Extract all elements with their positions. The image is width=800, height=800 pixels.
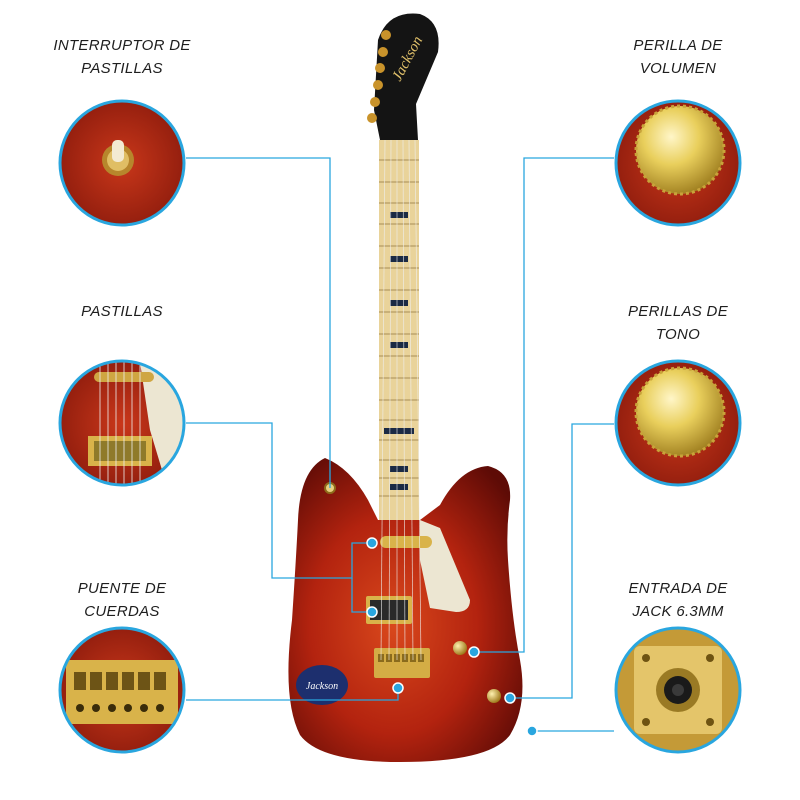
bridge <box>374 648 430 678</box>
label-pickups: PASTILLAS <box>81 303 163 320</box>
detail-tone-knob <box>614 359 742 487</box>
detail-jack <box>614 626 742 754</box>
label-tone-knobs: PERILLAS DE TONO <box>627 303 728 343</box>
detail-pickups <box>58 359 186 487</box>
leader-tone <box>510 423 614 699</box>
detail-bridge <box>58 626 186 754</box>
guitar: Jackson <box>288 13 523 762</box>
leader-volume <box>474 157 614 653</box>
leader-pickups <box>186 422 372 579</box>
leader-pickup-switch <box>186 157 331 488</box>
detail-pickup-switch <box>58 99 186 227</box>
neck <box>379 140 419 520</box>
neck-pickup <box>380 536 432 548</box>
label-bridge: PUENTE DE CUERDAS <box>77 580 167 620</box>
badge-logo: Jackson <box>306 681 338 692</box>
pickguard <box>420 520 470 612</box>
leader-dots <box>366 537 538 737</box>
fret-inlays <box>384 212 414 490</box>
label-volume-knob: PERILLA DE VOLUMEN <box>633 37 723 77</box>
headstock <box>374 13 439 140</box>
detail-volume-knob <box>614 99 742 227</box>
tone-knob-small <box>487 689 501 703</box>
label-jack-input: ENTRADA DE JACK 6.3MM <box>628 580 728 620</box>
strings <box>380 139 422 661</box>
volume-knob-small <box>453 641 467 655</box>
brand-badge <box>296 665 348 705</box>
tuner-pegs <box>367 30 391 123</box>
label-pickup-switch: INTERRUPTOR DE PASTILLAS <box>53 37 191 77</box>
frets <box>379 159 419 497</box>
